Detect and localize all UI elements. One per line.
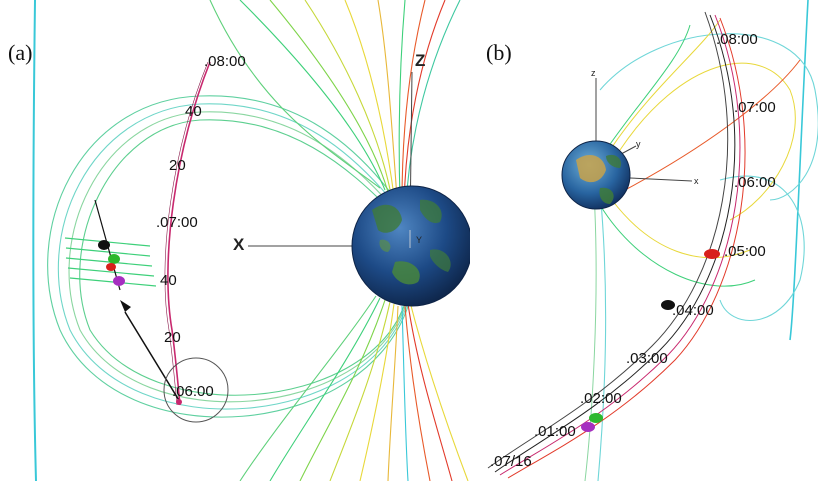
time-tick-b-1: .07:00 <box>734 99 776 116</box>
black-spacecraft-marker-b <box>661 300 675 310</box>
time-tick-b-3: .05:00 <box>724 243 766 260</box>
magenta-spacecraft-marker-b <box>581 422 595 432</box>
black-spacecraft-marker <box>98 240 110 250</box>
outer-field-line-left <box>32 0 37 481</box>
panel-b-label: (b) <box>486 40 512 65</box>
z-axis-label-b: z <box>591 68 596 78</box>
open-field-lines-north <box>209 0 461 207</box>
outer-field-line-right <box>789 0 809 341</box>
magenta-spacecraft-marker <box>113 276 125 286</box>
earth-a <box>351 185 470 307</box>
time-tick-a-6: .06:00 <box>172 383 214 400</box>
time-tick-b-2: .06:00 <box>734 174 776 191</box>
highlight-circle <box>163 357 229 423</box>
x-axis-label-b: x <box>694 176 699 186</box>
green-spacecraft-marker <box>108 254 120 264</box>
time-tick-a-4: 40 <box>160 272 177 289</box>
time-tick-b-6: .02:00 <box>580 390 622 407</box>
time-tick-b-7: .01:00 <box>534 423 576 440</box>
red-spacecraft-marker-b <box>704 249 720 259</box>
time-tick-b-5: .03:00 <box>626 350 668 367</box>
x-axis-label-a: X <box>233 235 245 254</box>
orbit-tracks-b <box>487 11 746 479</box>
time-tick-a-0: .08:00 <box>204 53 246 70</box>
panel-a: (a) Z X Y .08:00 40 20 .07:00 40 20 .06:… <box>8 0 470 481</box>
panel-a-label: (a) <box>8 40 32 65</box>
red-spacecraft-marker <box>106 263 116 271</box>
x-axis-b <box>629 177 693 182</box>
time-tick-a-5: 20 <box>164 329 181 346</box>
open-field-lines-south <box>239 295 469 481</box>
time-tick-a-2: 20 <box>169 157 186 174</box>
green-spacecraft-marker-b <box>589 413 603 423</box>
time-tick-a-1: 40 <box>185 103 202 120</box>
time-tick-b-4: .04:00 <box>672 302 714 319</box>
y-axis-label-a: Y <box>416 235 422 245</box>
z-axis-label-a: Z <box>415 51 425 70</box>
panel-b: (b) z y x .08:00 .07:00 .06:00 .05:00 .0… <box>486 0 818 481</box>
y-axis-label-b: y <box>636 139 641 149</box>
time-tick-b-0: .08:00 <box>716 31 758 48</box>
earth-b <box>561 140 631 210</box>
field-lines-b <box>599 19 801 287</box>
orbit-track-a <box>167 61 211 406</box>
time-tick-b-8: .07/16 <box>490 453 532 470</box>
time-tick-a-3: .07:00 <box>156 214 198 231</box>
